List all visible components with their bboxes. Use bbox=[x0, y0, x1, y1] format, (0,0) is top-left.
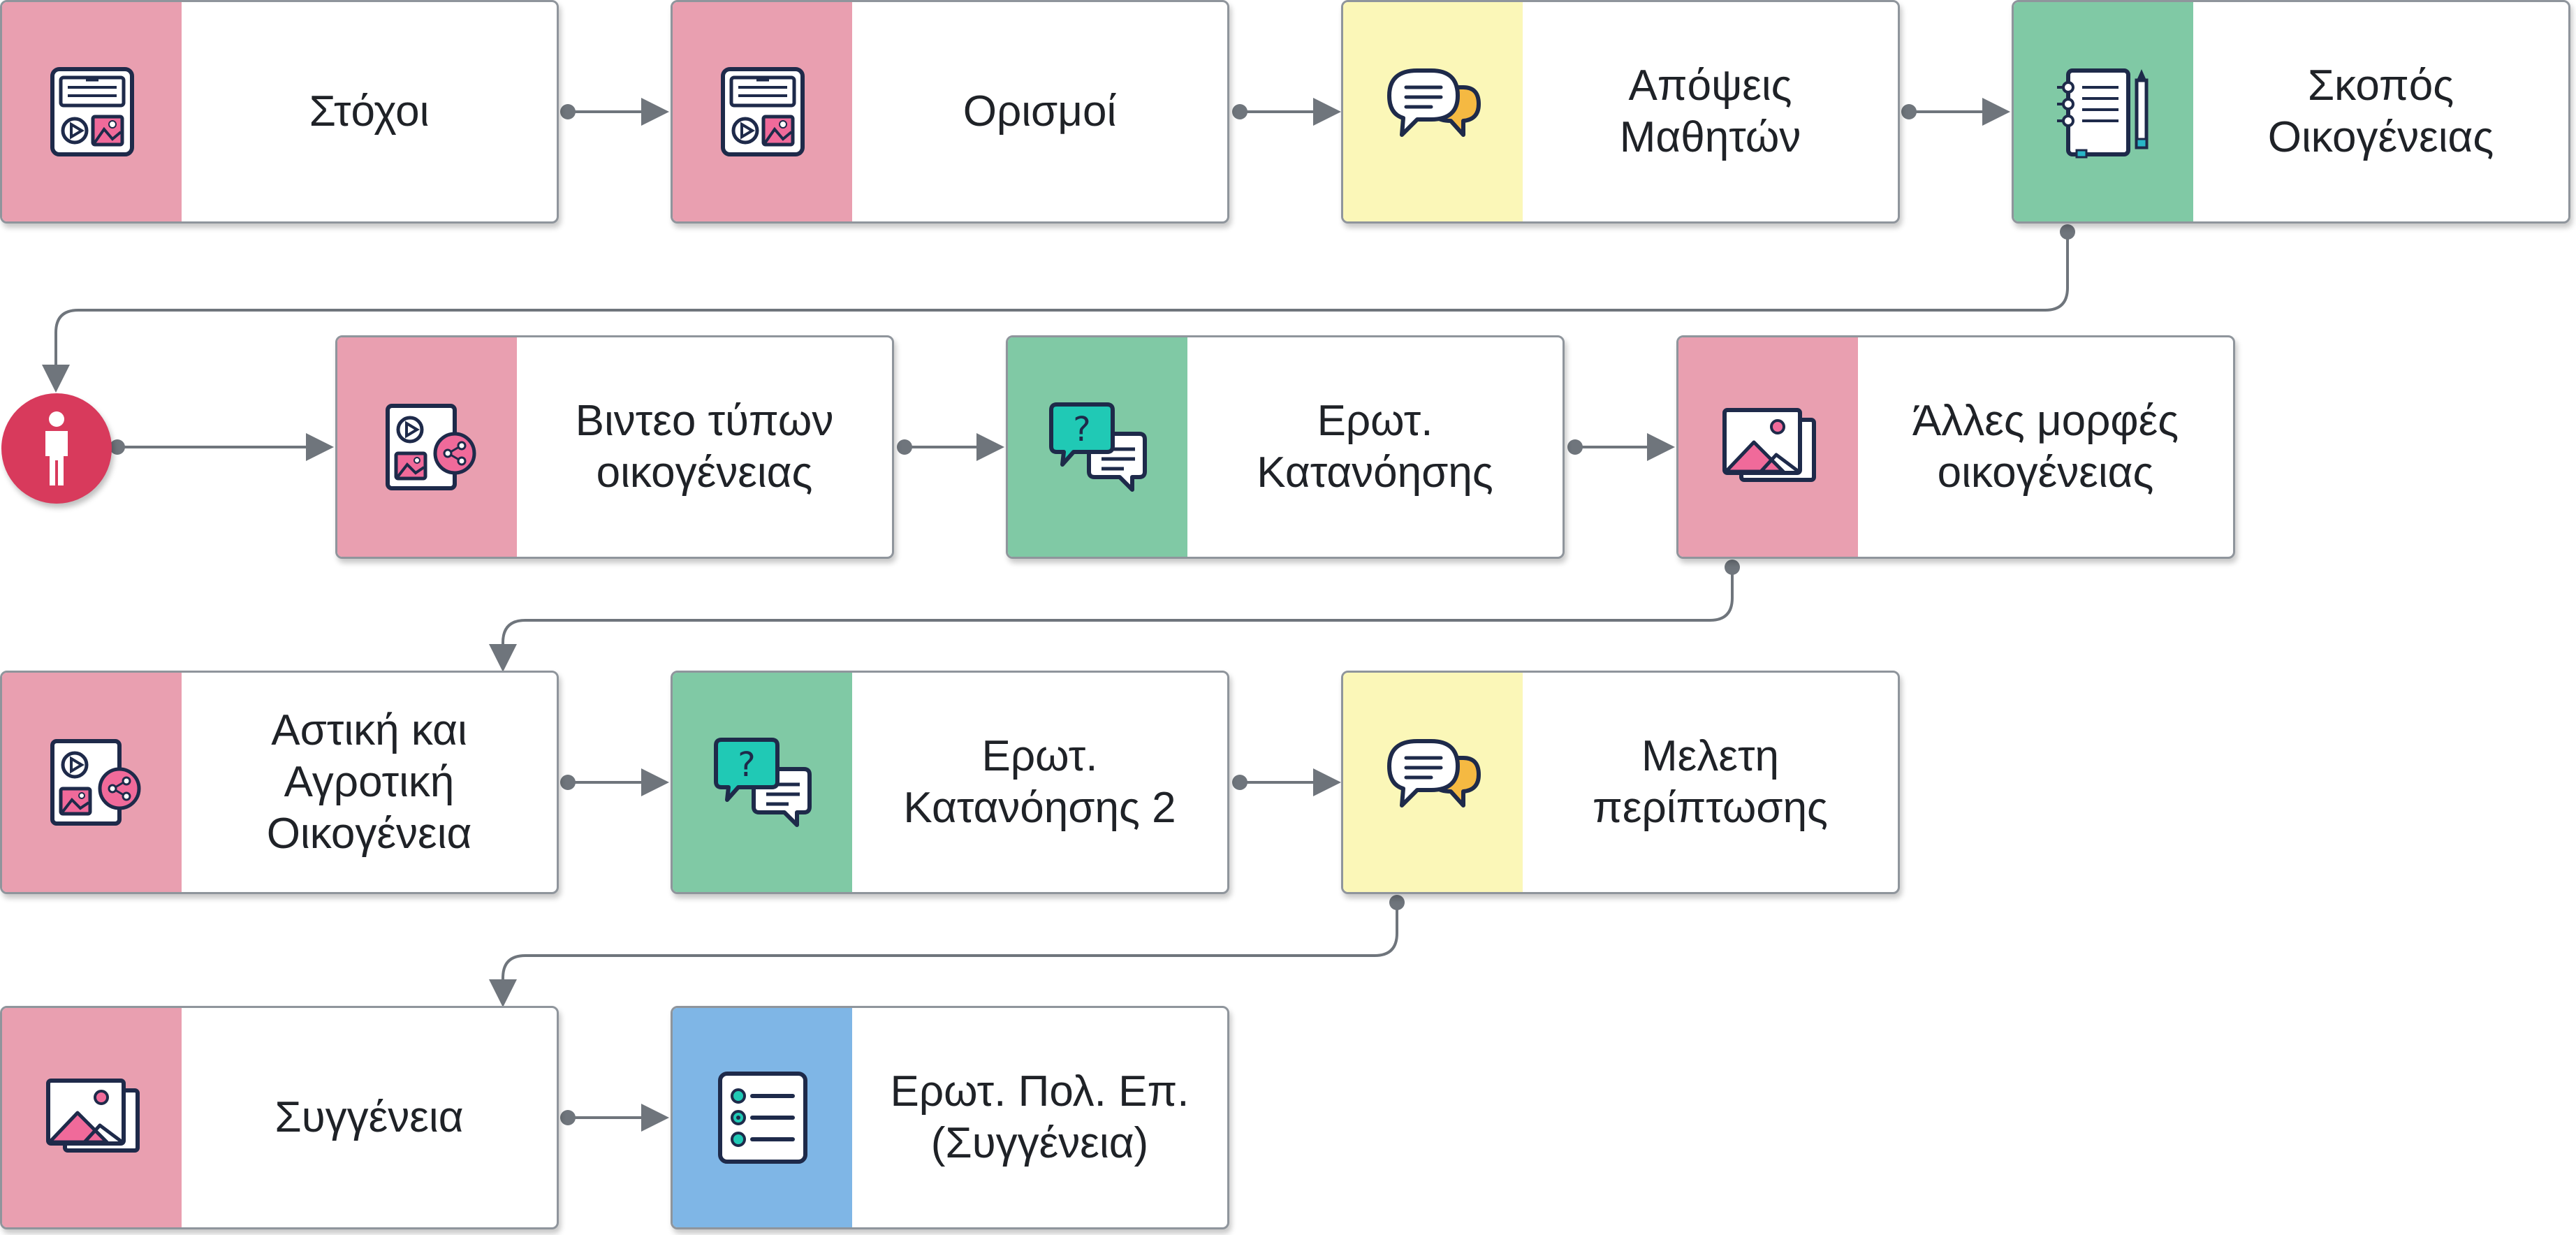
arrowhead bbox=[1313, 98, 1341, 126]
connector-dot bbox=[1567, 439, 1583, 455]
arrowhead bbox=[641, 768, 669, 796]
arrowhead bbox=[489, 979, 517, 1007]
connector-dot bbox=[1389, 895, 1405, 910]
arrowhead bbox=[306, 433, 334, 461]
connector-dot bbox=[110, 439, 125, 455]
card-skopos-oikogeneias[interactable]: Σκοπός Οικογένειας bbox=[2012, 0, 2570, 224]
checklist-icon bbox=[717, 1072, 807, 1164]
card-label: Συγγένεια bbox=[275, 1093, 464, 1141]
connector-dot bbox=[1232, 775, 1247, 790]
media-board-icon bbox=[720, 67, 805, 156]
image-gallery-icon bbox=[1722, 408, 1816, 482]
connector-dot bbox=[1901, 104, 1917, 119]
card-icon-panel bbox=[1343, 2, 1523, 221]
media-board-icon bbox=[50, 67, 134, 156]
card-orismoi[interactable]: Ορισμοί bbox=[671, 0, 1229, 224]
card-icon-panel bbox=[2, 2, 182, 221]
chat-bubbles-icon bbox=[1386, 68, 1481, 137]
svg-text:?: ? bbox=[738, 745, 755, 784]
card-syggeneia[interactable]: Συγγένεια bbox=[0, 1006, 559, 1229]
card-icon-panel bbox=[673, 2, 852, 221]
card-alles-morfes-oikogeneias[interactable]: Άλλες μορφές οικογένειας bbox=[1676, 335, 2235, 559]
connector-dot bbox=[1232, 104, 1247, 119]
card-icon-panel: ? bbox=[673, 673, 852, 892]
card-label: Ερωτ. Κατανόησης 2 bbox=[903, 732, 1176, 832]
card-label: Σκοπός Οικογένειας bbox=[2267, 61, 2494, 161]
connector-dot bbox=[897, 439, 912, 455]
card-label: Άλλες μορφές οικογένειας bbox=[1912, 397, 2179, 497]
card-icon-panel bbox=[2, 673, 182, 892]
card-erot-katanoisis[interactable]: ? Ερωτ. Κατανόησης bbox=[1006, 335, 1565, 559]
question-chat-icon: ? bbox=[1048, 402, 1147, 492]
card-label: Ερωτ. Πολ. Επ. (Συγγένεια) bbox=[890, 1067, 1190, 1167]
card-icon-panel: ? bbox=[1008, 337, 1187, 557]
person-icon bbox=[45, 411, 68, 485]
card-label: Ορισμοί bbox=[963, 87, 1117, 136]
card-vinteo-typon-oikogeneias[interactable]: Βιντεο τύπων οικογένειας bbox=[335, 335, 894, 559]
arrowhead bbox=[42, 365, 70, 393]
card-label: Βιντεο τύπων οικογένειας bbox=[575, 397, 834, 497]
arrowhead bbox=[489, 644, 517, 672]
svg-text:?: ? bbox=[1073, 410, 1090, 449]
connector-dot bbox=[560, 1110, 576, 1125]
arrowhead bbox=[1647, 433, 1675, 461]
card-meleti-periptosis[interactable]: Μελετη περίπτωσης bbox=[1341, 671, 1900, 894]
card-astiki-kai-agrotiki-oikogeneia[interactable]: Αστική και Αγροτική Οικογένεια bbox=[0, 671, 559, 894]
card-label: Στόχοι bbox=[309, 87, 430, 136]
arrowhead bbox=[641, 98, 669, 126]
arrowhead bbox=[976, 433, 1004, 461]
card-apopseis-mathiton[interactable]: Απόψεις Μαθητών bbox=[1341, 0, 1900, 224]
connector-dot bbox=[2060, 224, 2075, 240]
media-share-icon bbox=[385, 404, 476, 490]
card-erot-katanoisis-2[interactable]: ? Ερωτ. Κατανόησης 2 bbox=[671, 671, 1229, 894]
card-label: Αστική και Αγροτική Οικογένεια bbox=[266, 706, 472, 858]
connector-c10-c11 bbox=[502, 902, 1398, 995]
card-icon-panel bbox=[673, 1008, 852, 1227]
arrowhead bbox=[641, 1104, 669, 1132]
connector-dot bbox=[1725, 560, 1740, 575]
image-gallery-icon bbox=[45, 1079, 140, 1153]
card-erot-pol-ep-syggeneia[interactable]: Ερωτ. Πολ. Επ. (Συγγένεια) bbox=[671, 1006, 1229, 1229]
notebook-icon bbox=[2056, 68, 2148, 159]
card-label: Απόψεις Μαθητών bbox=[1619, 61, 1801, 161]
card-label: Μελετη περίπτωσης bbox=[1593, 732, 1828, 832]
card-icon-panel bbox=[2014, 2, 2193, 221]
chat-bubbles-icon bbox=[1386, 739, 1481, 808]
card-icon-panel bbox=[337, 337, 517, 557]
connector-dot bbox=[560, 104, 576, 119]
arrowhead bbox=[1313, 768, 1341, 796]
question-chat-icon: ? bbox=[713, 738, 812, 827]
card-icon-panel bbox=[2, 1008, 182, 1227]
card-icon-panel bbox=[1343, 673, 1523, 892]
card-label: Ερωτ. Κατανόησης bbox=[1257, 397, 1493, 497]
media-share-icon bbox=[50, 739, 140, 826]
connector-dot bbox=[560, 775, 576, 790]
card-stoxoi[interactable]: Στόχοι bbox=[0, 0, 559, 224]
start-node[interactable] bbox=[1, 393, 112, 504]
arrowhead bbox=[1982, 98, 2010, 126]
card-icon-panel bbox=[1678, 337, 1858, 557]
connector-c7-c8 bbox=[502, 567, 1734, 659]
